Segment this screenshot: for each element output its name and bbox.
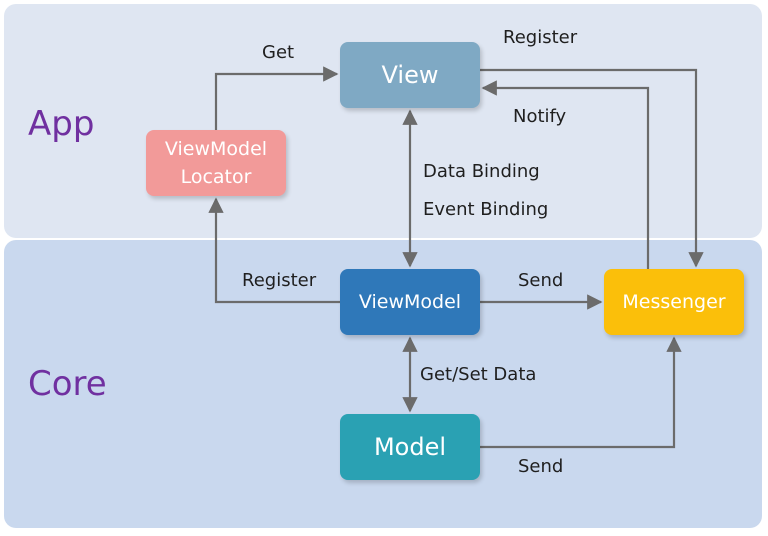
- register-locator-connector: [208, 197, 340, 304]
- notify-label: Notify: [513, 106, 567, 127]
- core-layer-label: Core: [28, 364, 107, 404]
- send-viewmodel-label: Send: [518, 270, 564, 291]
- app-layer-label: App: [28, 104, 95, 144]
- event-binding-label: Event Binding: [423, 199, 549, 220]
- get-set-data-label: Get/Set Data: [420, 364, 537, 385]
- model-node: Model: [340, 414, 480, 480]
- data-binding-label: Data Binding: [423, 161, 540, 182]
- view-node: View: [340, 42, 480, 108]
- register-messenger-connector: [480, 68, 704, 268]
- send-model-label: Send: [518, 456, 564, 477]
- register-messenger-label: Register: [503, 27, 578, 48]
- messenger-node: Messenger: [604, 269, 744, 335]
- send-model-connector: [480, 336, 682, 449]
- get-label: Get: [262, 42, 295, 63]
- viewmodel-node: ViewModel: [340, 269, 480, 335]
- viewmodel-locator-node: ViewModel Locator: [146, 130, 286, 196]
- register-locator-label: Register: [242, 270, 317, 291]
- get-connector: [214, 66, 339, 130]
- notify-connector: [481, 80, 650, 269]
